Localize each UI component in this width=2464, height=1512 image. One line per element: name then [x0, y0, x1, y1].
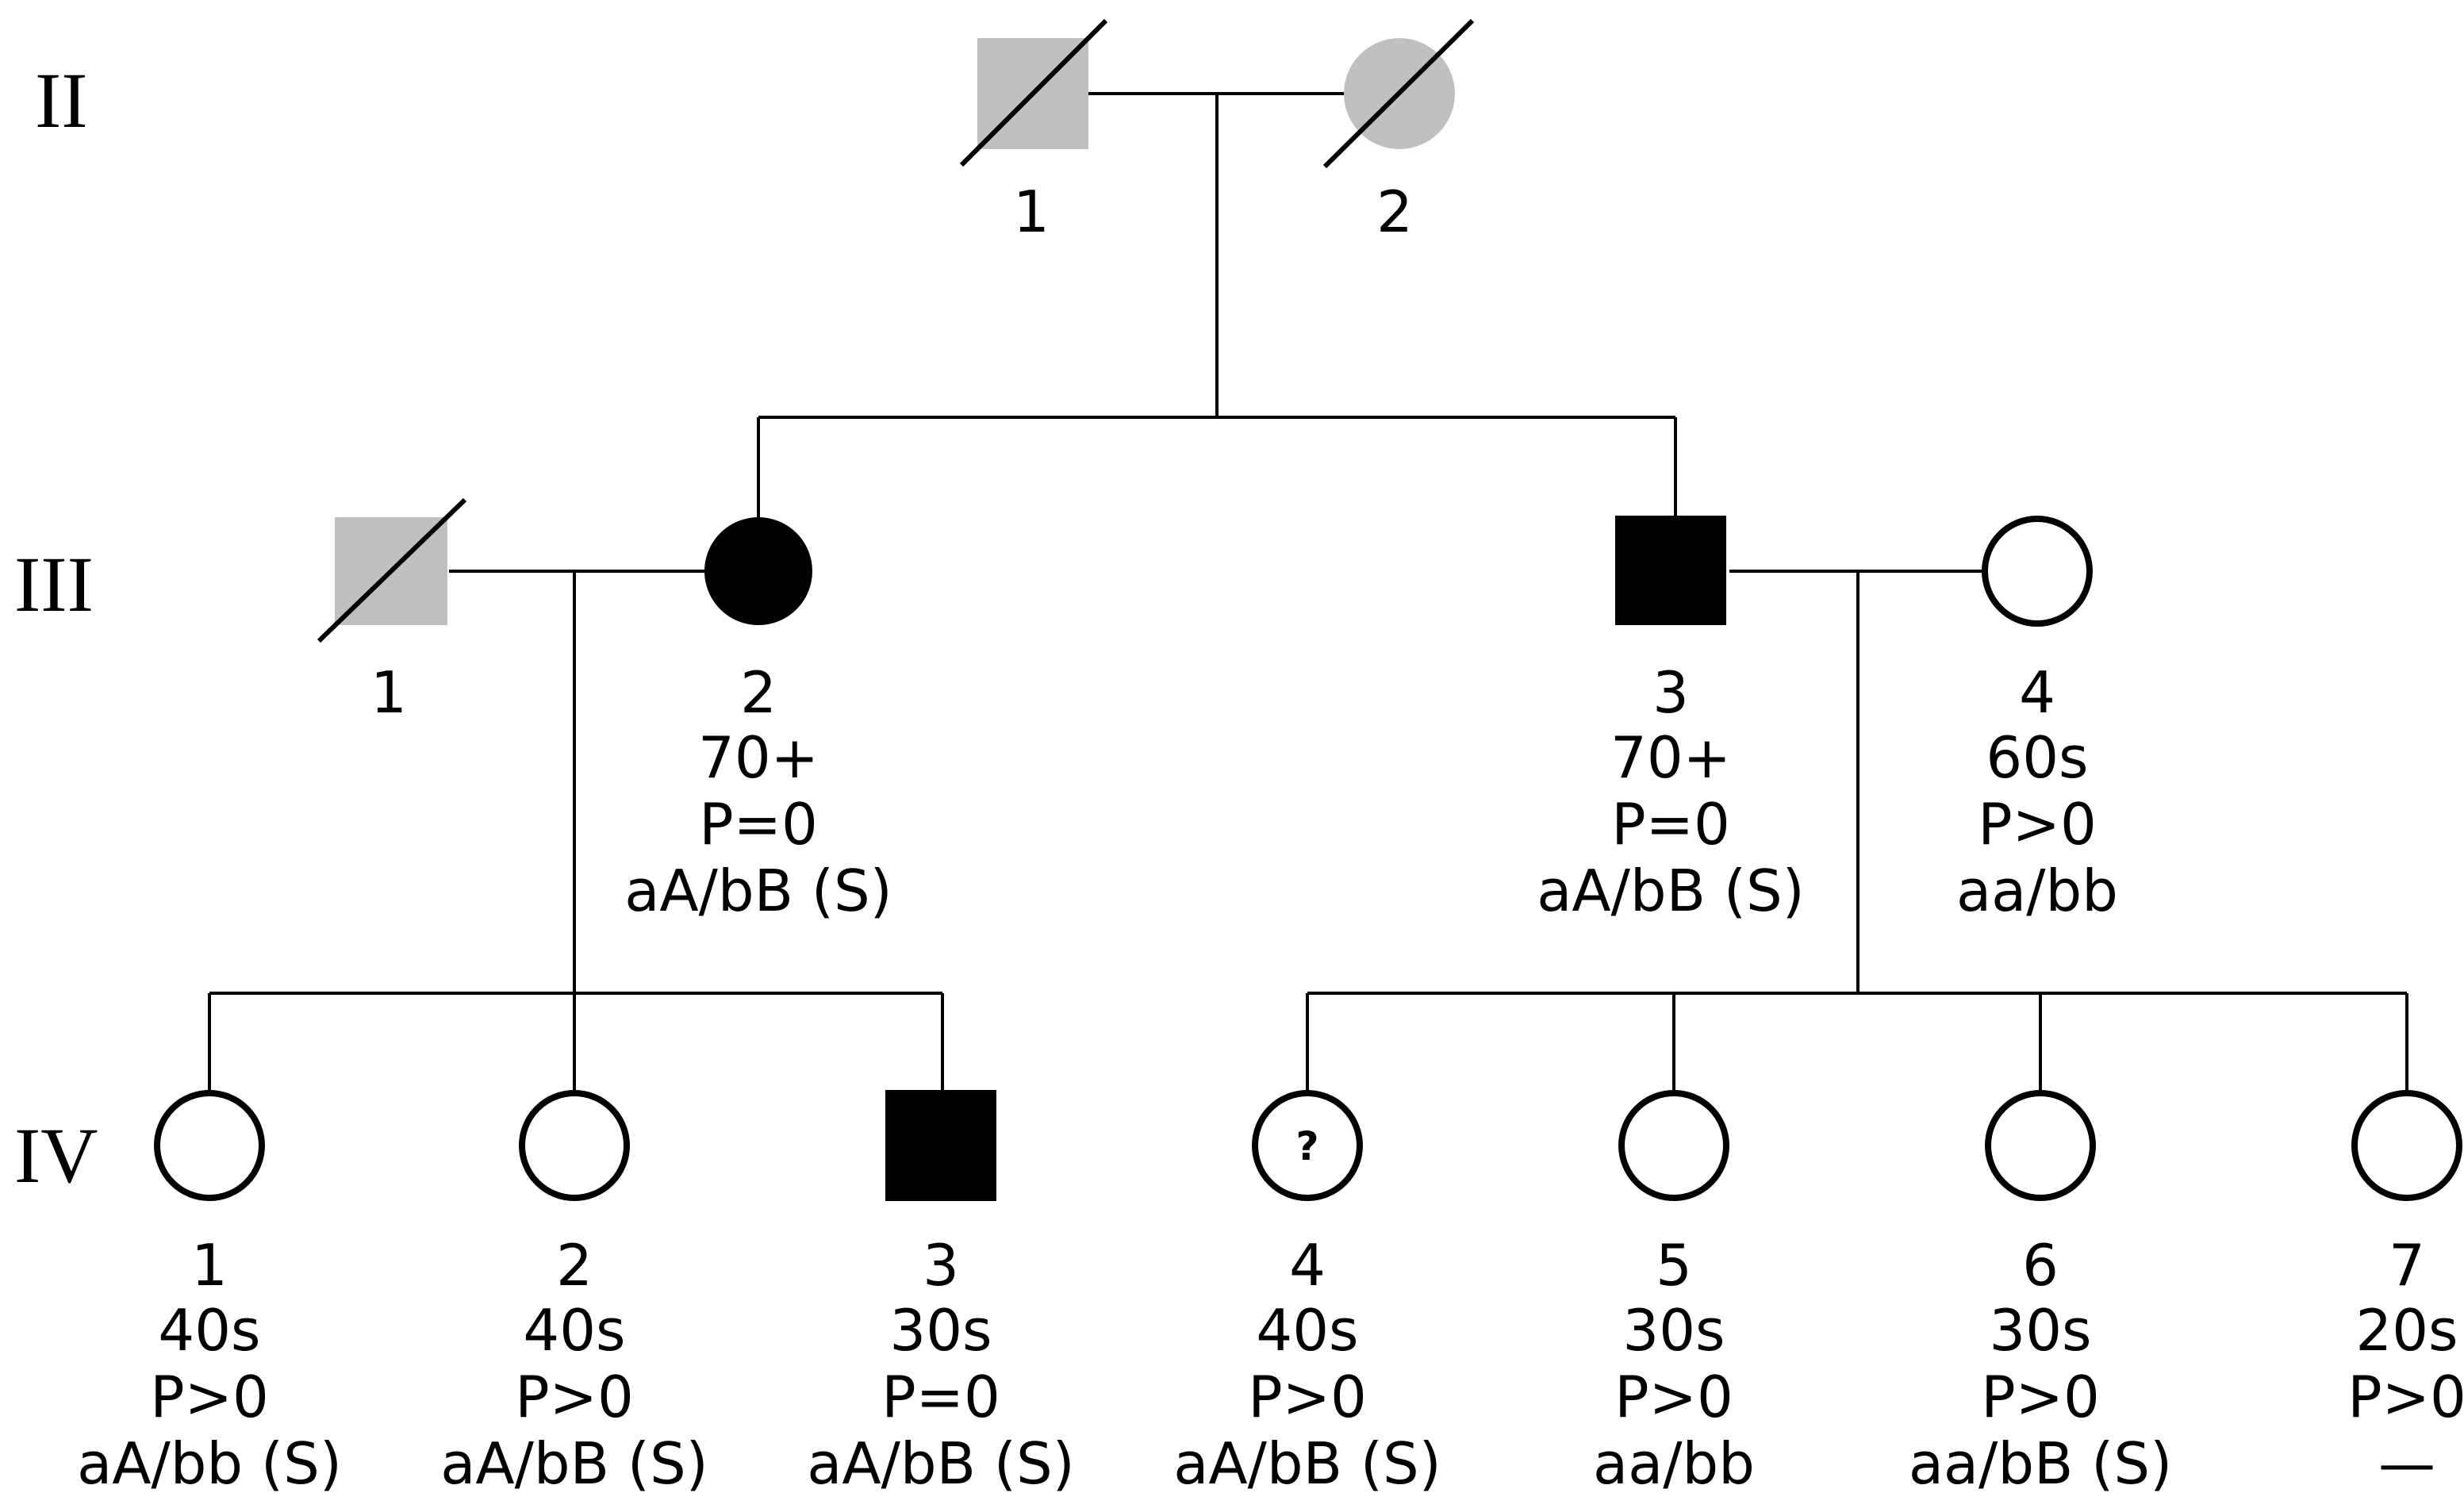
individual-number: 4	[2019, 659, 2055, 726]
individual-iv-1: 1 40s P>0 aA/bb (S)	[77, 1090, 342, 1497]
age-label: 60s	[1986, 724, 2088, 791]
unaffected-female-symbol	[1982, 516, 2093, 627]
affected-male-symbol	[885, 1090, 996, 1201]
individual-number: 7	[2389, 1232, 2425, 1299]
p-value-label: P>0	[1248, 1364, 1367, 1430]
individual-number: 2	[556, 1232, 593, 1299]
p-value-label: P>0	[1981, 1364, 2100, 1430]
genotype-label: aA/bB (S)	[624, 858, 892, 924]
uncertain-female-symbol	[1252, 1090, 1363, 1201]
individual-number: 3	[1652, 659, 1689, 726]
affected-male-symbol	[1615, 516, 1726, 625]
age-label: 70+	[1610, 724, 1731, 791]
deceased-slash	[959, 18, 1108, 167]
p-value-label: P>0	[2347, 1364, 2464, 1430]
individual-ii-2: 2	[1322, 18, 1475, 245]
genotype-label: aA/bB (S)	[807, 1430, 1075, 1497]
unaffected-female-symbol	[2351, 1090, 2462, 1201]
individual-iii-4: 4 60s P>0 aa/bb	[1956, 516, 2118, 924]
p-value-label: P>0	[150, 1364, 269, 1430]
individual-iv-7: 7 20s P>0 —	[2347, 1090, 2464, 1497]
genotype-label: aa/bB (S)	[1909, 1430, 2172, 1497]
individual-number: 1	[1013, 178, 1050, 245]
p-value-label: P>0	[515, 1364, 634, 1430]
individual-iv-3: 3 30s P=0 aA/bB (S)	[807, 1090, 1075, 1497]
pedigree-lines	[208, 92, 2408, 1093]
age-label: 40s	[523, 1297, 625, 1364]
individual-iii-3: 3 70+ P=0 aA/bB (S)	[1537, 516, 1805, 924]
individual-iii-1: 1	[317, 497, 467, 726]
individual-number: 5	[1656, 1232, 1692, 1299]
age-label: 30s	[1622, 1297, 1725, 1364]
affected-female-symbol	[704, 517, 812, 625]
individual-number: 6	[2022, 1232, 2059, 1299]
genotype-label: aa/bb	[1956, 858, 2118, 924]
unaffected-female-symbol	[519, 1090, 630, 1201]
individual-ii-1: 1	[959, 18, 1108, 245]
age-label: 30s	[1989, 1297, 2091, 1364]
individual-number: 1	[191, 1232, 228, 1299]
individual-number: 2	[1376, 178, 1413, 245]
generation-label-iii: III	[14, 540, 94, 628]
p-value-label: P>0	[1978, 791, 2097, 858]
individual-number: 4	[1289, 1232, 1326, 1299]
individual-iii-2: 2 70+ P=0 aA/bB (S)	[624, 517, 892, 924]
age-label: 30s	[889, 1297, 992, 1364]
genotype-label: aA/bb (S)	[77, 1430, 342, 1497]
individual-number: 3	[923, 1232, 959, 1299]
question-mark: ?	[1295, 1123, 1318, 1169]
unaffected-female-symbol	[1618, 1090, 1729, 1201]
deceased-slash	[1322, 18, 1475, 169]
individual-number: 2	[740, 659, 777, 726]
generation-label-ii: II	[35, 56, 88, 144]
genotype-label: aA/bB (S)	[1537, 858, 1805, 924]
unaffected-female-symbol	[1985, 1090, 2096, 1201]
age-label: 40s	[1256, 1297, 1358, 1364]
genotype-label: aA/bB (S)	[1173, 1430, 1441, 1497]
genotype-label: aa/bb	[1593, 1430, 1755, 1497]
individual-iv-4: ? 4 40s P>0 aA/bB (S)	[1173, 1090, 1441, 1497]
deceased-slash	[317, 497, 467, 643]
age-label: 70+	[698, 724, 819, 791]
individual-iv-6: 6 30s P>0 aa/bB (S)	[1909, 1090, 2172, 1497]
unaffected-female-symbol	[154, 1090, 265, 1201]
individual-number: 1	[370, 659, 407, 726]
individual-iv-5: 5 30s P>0 aa/bb	[1593, 1090, 1755, 1497]
p-value-label: P=0	[699, 791, 818, 858]
genotype-label: aA/bB (S)	[440, 1430, 708, 1497]
p-value-label: P>0	[1614, 1364, 1733, 1430]
individual-iv-2: 2 40s P>0 aA/bB (S)	[440, 1090, 708, 1497]
p-value-label: P=0	[1611, 791, 1730, 858]
age-label: 20s	[2355, 1297, 2458, 1364]
generation-label-iv: IV	[14, 1111, 98, 1199]
p-value-label: P=0	[881, 1364, 1000, 1430]
genotype-label: —	[2378, 1430, 2435, 1497]
age-label: 40s	[158, 1297, 260, 1364]
